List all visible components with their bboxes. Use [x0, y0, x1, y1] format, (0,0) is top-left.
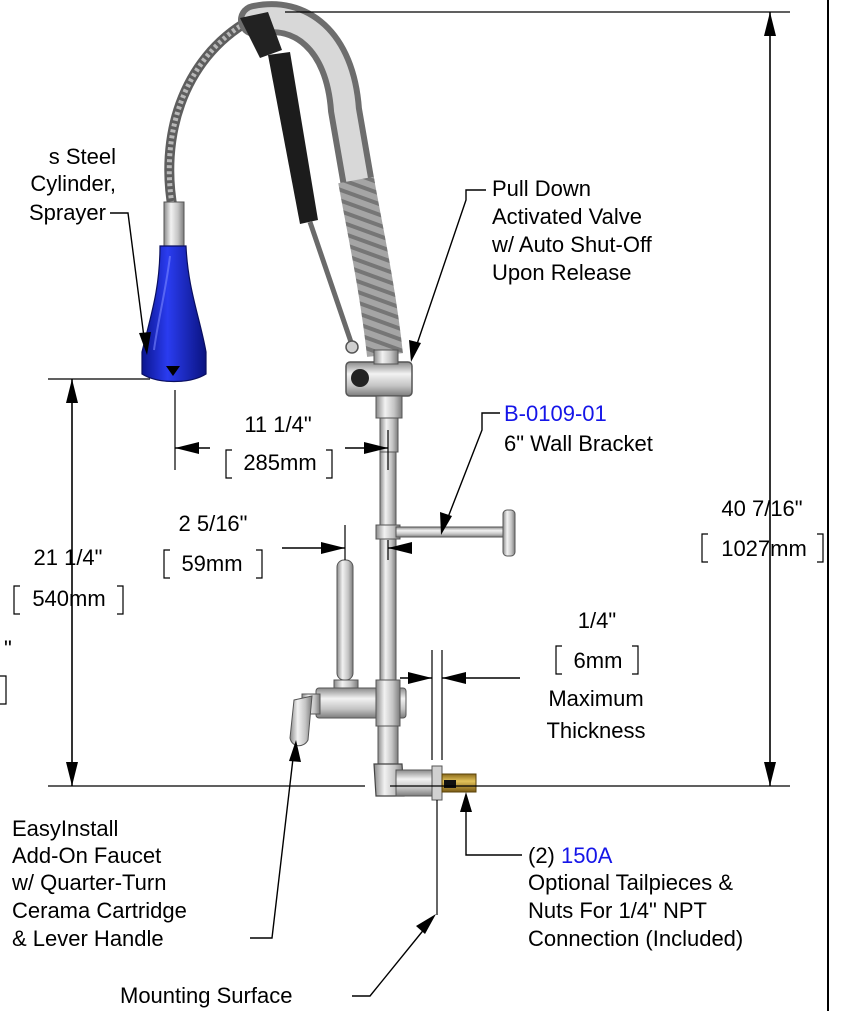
- callout-faucet: EasyInstall Add-On Faucet w/ Quarter-Tur…: [11, 816, 187, 951]
- faucet-label-line4: Cerama Cartridge: [12, 898, 187, 923]
- mounting-surface-label: Mounting Surface: [120, 983, 292, 1008]
- sprayer-label-line1: s Steel: [49, 144, 116, 169]
- thickness-note-line2: Thickness: [546, 718, 645, 743]
- dim-spray-height: 21 1/4" 540mm: [13, 545, 124, 615]
- offset-inches: 2 5/16": [179, 511, 248, 536]
- wall-bracket-arm: [395, 526, 509, 538]
- callout-sprayer: s Steel Cylinder, Sprayer: [29, 144, 116, 225]
- actuator-rod: [307, 221, 355, 346]
- wall-bracket-part-link: B-0109-01: [504, 401, 607, 426]
- spring-coil: [338, 176, 403, 357]
- faucet-label-line3: w/ Quarter-Turn: [11, 870, 166, 895]
- dim-thickness: 1/4" 6mm Maximum Thickness: [546, 608, 645, 743]
- svg-text:(2) 150A: (2) 150A: [528, 843, 613, 868]
- dimension-lines: [48, 11, 790, 915]
- spray-height-mm: 540mm: [32, 586, 105, 611]
- spray-hose: [164, 15, 253, 211]
- faucet-label-line5: & Lever Handle: [12, 926, 164, 951]
- callout-mounting-surface: Mounting Surface: [120, 983, 292, 1008]
- valve-label-line1: Pull Down: [492, 176, 591, 201]
- dim-partial-left: ": [0, 636, 12, 705]
- overall-inches: 40 7/16": [721, 496, 802, 521]
- thickness-note-line1: Maximum: [548, 686, 643, 711]
- wall-flange: [431, 765, 443, 801]
- sprayer-label-line3: Sprayer: [29, 200, 106, 225]
- offset-mm: 59mm: [181, 551, 242, 576]
- tailpiece-desc-line2: Nuts For 1/4" NPT: [528, 898, 707, 923]
- dim-offset: 2 5/16" 59mm: [163, 511, 263, 579]
- wall-bracket-flange: [502, 509, 516, 557]
- tailpiece-part-link: 150A: [561, 843, 613, 868]
- leader-lines: [110, 189, 522, 997]
- faucet-label-line2: Add-On Faucet: [12, 843, 161, 868]
- sprayer-label-line2: Cylinder,: [30, 171, 116, 196]
- dim-overall: 40 7/16" 1027mm: [701, 496, 824, 563]
- callout-wall-bracket: B-0109-01 6" Wall Bracket: [504, 401, 653, 456]
- thickness-mm: 6mm: [574, 648, 623, 673]
- spring-handle: [268, 52, 318, 224]
- sprayer-coupling: [163, 201, 185, 247]
- tailpiece-qty: (2): [528, 843, 561, 868]
- valve-label-line4: Upon Release: [492, 260, 631, 285]
- hose-clamp: [240, 12, 282, 58]
- dim-reach: 11 1/4" 285mm: [225, 412, 333, 479]
- callout-tailpiece: (2) 150A Optional Tailpieces & Nuts For …: [528, 843, 743, 951]
- tailpiece-desc-line1: Optional Tailpieces &: [528, 870, 733, 895]
- faucet-label-line1: EasyInstall: [12, 816, 118, 841]
- valve-label-line3: w/ Auto Shut-Off: [491, 232, 653, 257]
- addon-spout: [336, 559, 354, 681]
- valve-label-line2: Activated Valve: [492, 204, 642, 229]
- reach-mm: 285mm: [243, 450, 316, 475]
- faucet-illustration: [141, 1, 516, 801]
- thickness-inches: 1/4": [578, 608, 616, 633]
- tailpiece-desc-line3: Connection (Included): [528, 926, 743, 951]
- reach-inches: 11 1/4": [244, 412, 311, 437]
- partial-left-inches: ": [4, 636, 12, 661]
- callout-valve: Pull Down Activated Valve w/ Auto Shut-O…: [491, 176, 653, 285]
- spray-height-inches: 21 1/4": [34, 545, 103, 570]
- sprayer-body: [141, 245, 207, 383]
- lever-handle: [289, 695, 313, 747]
- wall-bracket-desc: 6" Wall Bracket: [504, 431, 653, 456]
- overall-mm: 1027mm: [721, 536, 807, 561]
